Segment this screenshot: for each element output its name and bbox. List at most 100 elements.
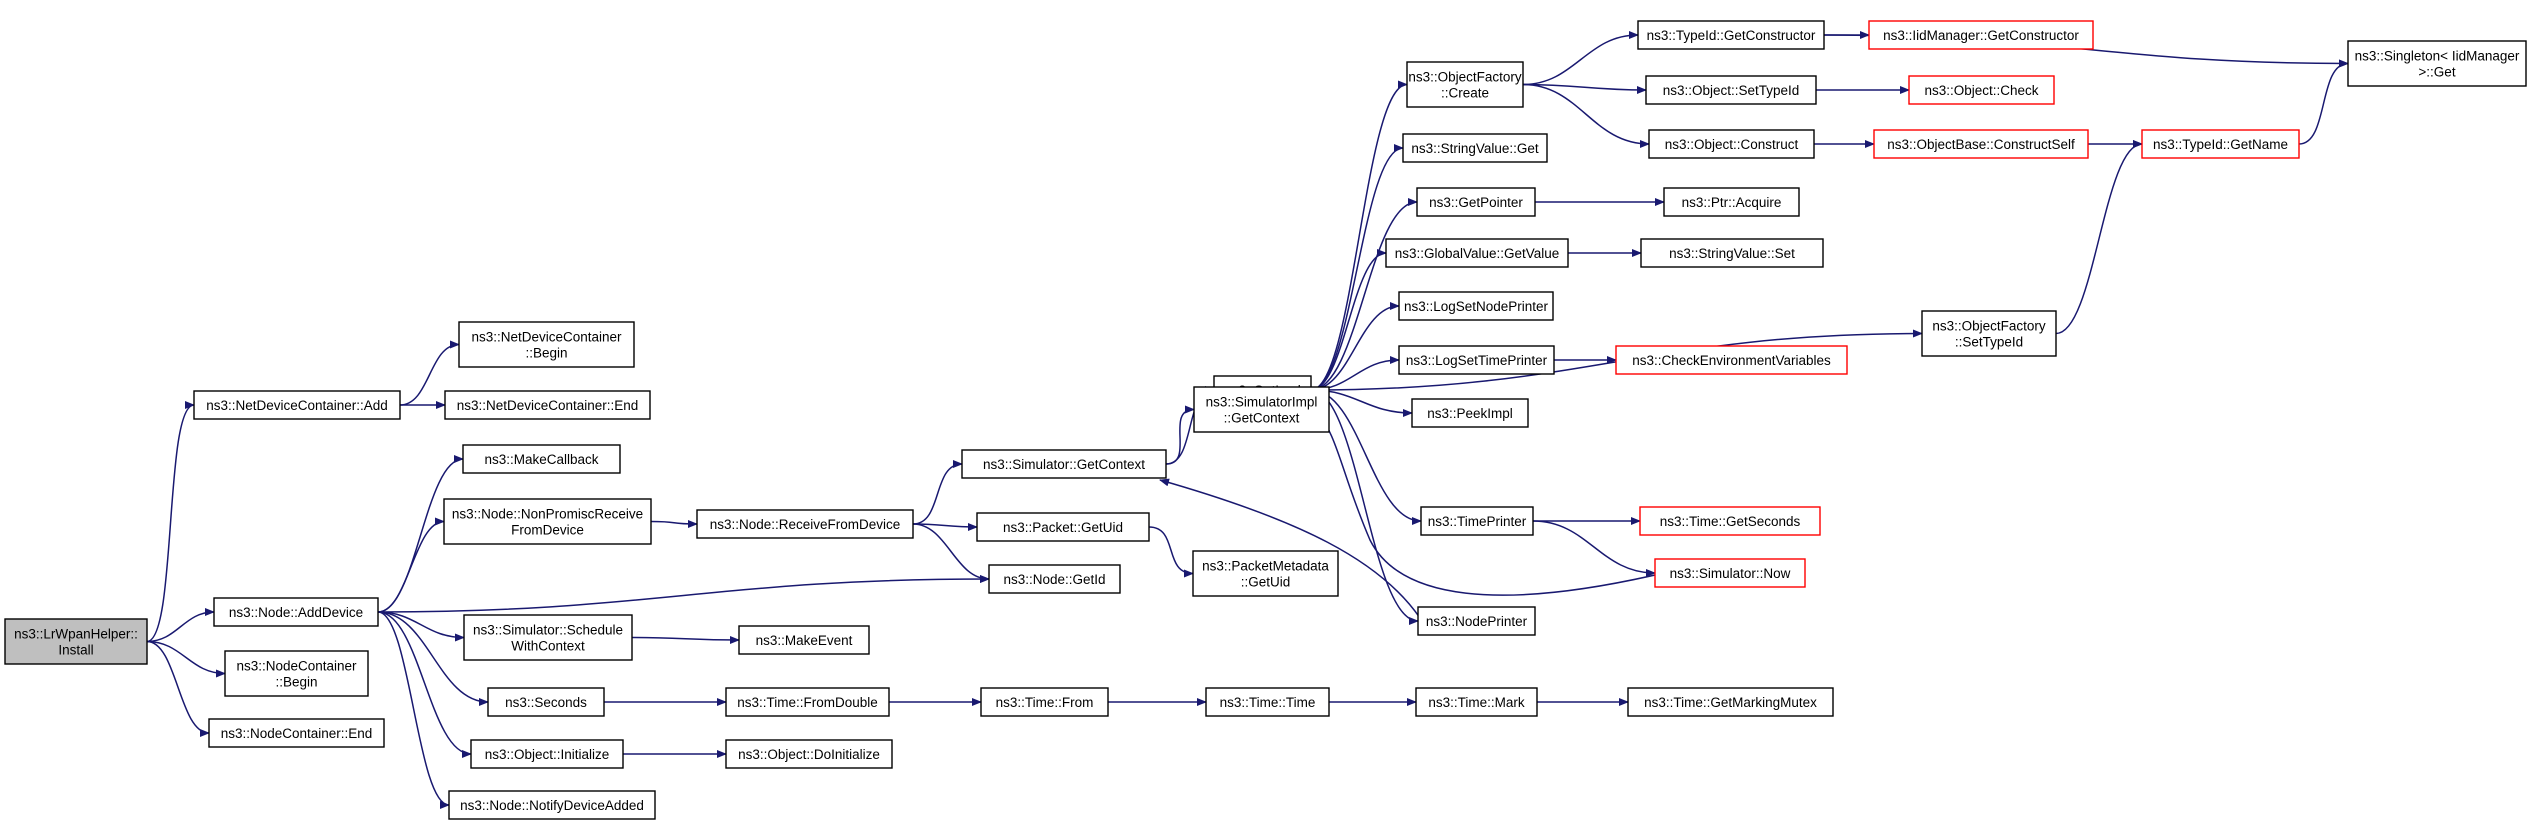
graph-node[interactable]: ns3::StringValue::Get <box>1402 133 1548 163</box>
node-box[interactable] <box>1627 687 1834 717</box>
node-box[interactable] <box>462 444 621 474</box>
node-box[interactable] <box>1416 187 1536 217</box>
graph-node[interactable]: ns3::TypeId::GetName <box>2141 129 2300 159</box>
graph-node[interactable]: ns3::Time::Mark <box>1415 687 1538 717</box>
node-box[interactable] <box>1654 558 1806 588</box>
node-box[interactable] <box>1648 129 1815 159</box>
graph-node[interactable]: ns3::Node::GetId <box>988 564 1121 594</box>
node-box[interactable] <box>470 739 624 769</box>
graph-node[interactable]: ns3::MakeEvent <box>738 625 870 655</box>
graph-node[interactable]: ns3::Object::Construct <box>1648 129 1815 159</box>
graph-node[interactable]: ns3::ObjectFactory::SetTypeId <box>1921 310 2057 357</box>
node-box[interactable] <box>1645 75 1817 105</box>
graph-node[interactable]: ns3::Time::FromDouble <box>725 687 890 717</box>
graph-node[interactable]: ns3::IidManager::GetConstructor <box>1868 20 2094 50</box>
node-box[interactable] <box>1637 20 1825 50</box>
graph-node[interactable]: ns3::GetPointer <box>1416 187 1536 217</box>
node-box[interactable] <box>487 687 605 717</box>
node-box[interactable] <box>1615 345 1848 375</box>
graph-node[interactable]: ns3::PacketMetadata::GetUid <box>1192 550 1339 597</box>
node-box[interactable] <box>1873 129 2089 159</box>
graph-node[interactable]: ns3::MakeCallback <box>462 444 621 474</box>
node-box[interactable] <box>980 687 1109 717</box>
graph-node[interactable]: ns3::Time::From <box>980 687 1109 717</box>
graph-node[interactable]: ns3::StringValue::Set <box>1640 238 1824 268</box>
node-box[interactable] <box>1420 506 1534 536</box>
node-box[interactable] <box>1411 398 1529 428</box>
graph-node[interactable]: ns3::Object::SetTypeId <box>1645 75 1817 105</box>
node-box[interactable] <box>738 625 870 655</box>
node-box[interactable] <box>1663 187 1800 217</box>
graph-node[interactable]: ns3::Object::Check <box>1908 75 2055 105</box>
graph-node[interactable]: ns3::LogSetNodePrinter <box>1398 291 1554 321</box>
node-box[interactable] <box>448 790 656 820</box>
node-box[interactable] <box>1640 238 1824 268</box>
node-box[interactable] <box>1639 506 1821 536</box>
graph-node[interactable]: ns3::Packet::GetUid <box>976 512 1150 542</box>
node-box[interactable] <box>443 498 652 545</box>
node-box[interactable] <box>961 449 1167 479</box>
graph-node[interactable]: ns3::Seconds <box>487 687 605 717</box>
node-box[interactable] <box>1398 345 1555 375</box>
graph-node[interactable]: ns3::NodeContainer::End <box>208 718 385 748</box>
node-box[interactable] <box>1406 61 1524 108</box>
node-box[interactable] <box>4 618 148 665</box>
node-box[interactable] <box>463 614 633 661</box>
graph-node[interactable]: ns3::NodeContainer::Begin <box>224 650 369 697</box>
graph-node[interactable]: ns3::TypeId::GetConstructor <box>1637 20 1825 50</box>
node-box[interactable] <box>725 687 890 717</box>
graph-node[interactable]: ns3::Node::ReceiveFromDevice <box>696 509 914 539</box>
graph-node[interactable]: ns3::PeekImpl <box>1411 398 1529 428</box>
node-box[interactable] <box>1868 20 2094 50</box>
node-box[interactable] <box>1402 133 1548 163</box>
graph-node[interactable]: ns3::LogSetTimePrinter <box>1398 345 1555 375</box>
graph-node[interactable]: ns3::Simulator::Now <box>1654 558 1806 588</box>
graph-node[interactable]: ns3::NetDeviceContainer::Add <box>193 390 401 420</box>
graph-node[interactable]: ns3::NetDeviceContainer::Begin <box>458 321 635 368</box>
graph-node[interactable]: ns3::ObjectFactory::Create <box>1406 61 1524 108</box>
graph-node[interactable]: ns3::LrWpanHelper::Install <box>4 618 148 665</box>
node-box[interactable] <box>988 564 1121 594</box>
graph-node[interactable]: ns3::Node::AddDevice <box>213 597 379 627</box>
node-label: ::Begin <box>525 346 567 361</box>
node-box[interactable] <box>1385 238 1569 268</box>
graph-node[interactable]: ns3::Time::GetMarkingMutex <box>1627 687 1834 717</box>
node-box[interactable] <box>1921 310 2057 357</box>
graph-node[interactable]: ns3::Simulator::GetContext <box>961 449 1167 479</box>
node-label: WithContext <box>511 639 585 654</box>
node-box[interactable] <box>213 597 379 627</box>
graph-node[interactable]: ns3::Singleton< IidManager >::Get <box>2347 40 2527 87</box>
graph-node[interactable]: ns3::GlobalValue::GetValue <box>1385 238 1569 268</box>
node-box[interactable] <box>725 739 893 769</box>
node-box[interactable] <box>1398 291 1554 321</box>
graph-node[interactable]: ns3::NetDeviceContainer::End <box>444 390 651 420</box>
node-box[interactable] <box>2141 129 2300 159</box>
node-box[interactable] <box>1192 550 1339 597</box>
node-box[interactable] <box>1417 606 1536 636</box>
node-box[interactable] <box>1415 687 1538 717</box>
graph-node[interactable]: ns3::Time::GetSeconds <box>1639 506 1821 536</box>
graph-node[interactable]: ns3::NodePrinter <box>1417 606 1536 636</box>
graph-node[interactable]: ns3::ObjectBase::ConstructSelf <box>1873 129 2089 159</box>
node-box[interactable] <box>976 512 1150 542</box>
graph-node[interactable]: ns3::CheckEnvironmentVariables <box>1615 345 1848 375</box>
node-box[interactable] <box>1908 75 2055 105</box>
node-box[interactable] <box>696 509 914 539</box>
node-box[interactable] <box>458 321 635 368</box>
node-box[interactable] <box>1193 386 1330 433</box>
graph-node[interactable]: ns3::SimulatorImpl::GetContext <box>1193 386 1330 433</box>
node-box[interactable] <box>2347 40 2527 87</box>
graph-node[interactable]: ns3::Object::Initialize <box>470 739 624 769</box>
node-box[interactable] <box>224 650 369 697</box>
node-box[interactable] <box>208 718 385 748</box>
graph-node[interactable]: ns3::TimePrinter <box>1420 506 1534 536</box>
graph-node[interactable]: ns3::Time::Time <box>1205 687 1330 717</box>
node-box[interactable] <box>1205 687 1330 717</box>
node-box[interactable] <box>444 390 651 420</box>
graph-node[interactable]: ns3::Ptr::Acquire <box>1663 187 1800 217</box>
graph-node[interactable]: ns3::Node::NotifyDeviceAdded <box>448 790 656 820</box>
graph-node[interactable]: ns3::Object::DoInitialize <box>725 739 893 769</box>
node-box[interactable] <box>193 390 401 420</box>
